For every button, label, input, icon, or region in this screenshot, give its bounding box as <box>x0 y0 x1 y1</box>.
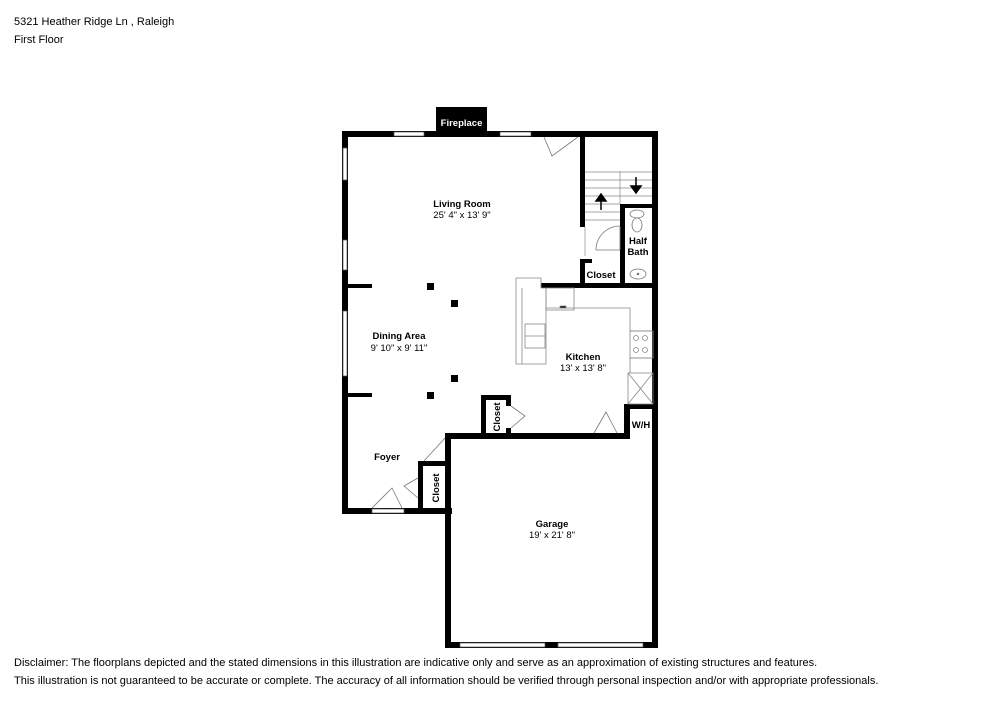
closet-upper-label: Closet <box>586 270 616 281</box>
kitchen-fixtures <box>515 277 654 405</box>
toilet-bowl-icon <box>631 217 643 233</box>
dining-area-label: Dining Area <box>373 331 427 342</box>
garage-label: Garage <box>536 519 569 530</box>
arrow-down-icon <box>629 177 643 195</box>
water-heater-label: W/H <box>632 420 651 431</box>
toilet-tank-icon <box>629 209 645 219</box>
half-bath-label-line2: Bath <box>627 247 648 258</box>
disclaimer-line-1: Disclaimer: The floorplans depicted and … <box>14 657 818 669</box>
sink-icon <box>629 268 647 280</box>
property-address: 5321 Heather Ridge Ln , Raleigh <box>14 16 175 28</box>
fireplace-label: Fireplace <box>441 118 483 129</box>
stairs <box>584 171 652 256</box>
half-bath-label-line1: Half <box>629 236 648 247</box>
garage-dims: 19' x 21' 8" <box>529 530 575 541</box>
disclaimer-line-2: This illustration is not guaranteed to b… <box>14 675 879 687</box>
stove-icon <box>629 330 654 359</box>
arrow-up-icon <box>594 192 608 210</box>
room-labels: Living Room 25' 4" x 13' 9" Dining Area … <box>371 199 651 541</box>
fireplace: Fireplace <box>436 107 487 137</box>
door-swings <box>371 136 621 509</box>
closet-kitchen-label: Closet <box>492 402 503 432</box>
kitchen-label: Kitchen <box>566 352 601 363</box>
closet-foyer-label: Closet <box>431 473 442 503</box>
walls <box>342 131 658 648</box>
pantry-icon <box>627 372 654 405</box>
living-room-label: Living Room <box>433 199 491 210</box>
foyer-label: Foyer <box>374 452 400 463</box>
living-room-dims: 25' 4" x 13' 9" <box>433 210 490 221</box>
dining-area-dims: 9' 10" x 9' 11" <box>371 343 428 354</box>
half-bath-fixtures <box>629 209 647 280</box>
windows <box>342 131 644 648</box>
floor-label: First Floor <box>14 34 64 46</box>
fridge-icon <box>545 287 575 311</box>
kitchen-dims: 13' x 13' 8" <box>560 363 606 374</box>
